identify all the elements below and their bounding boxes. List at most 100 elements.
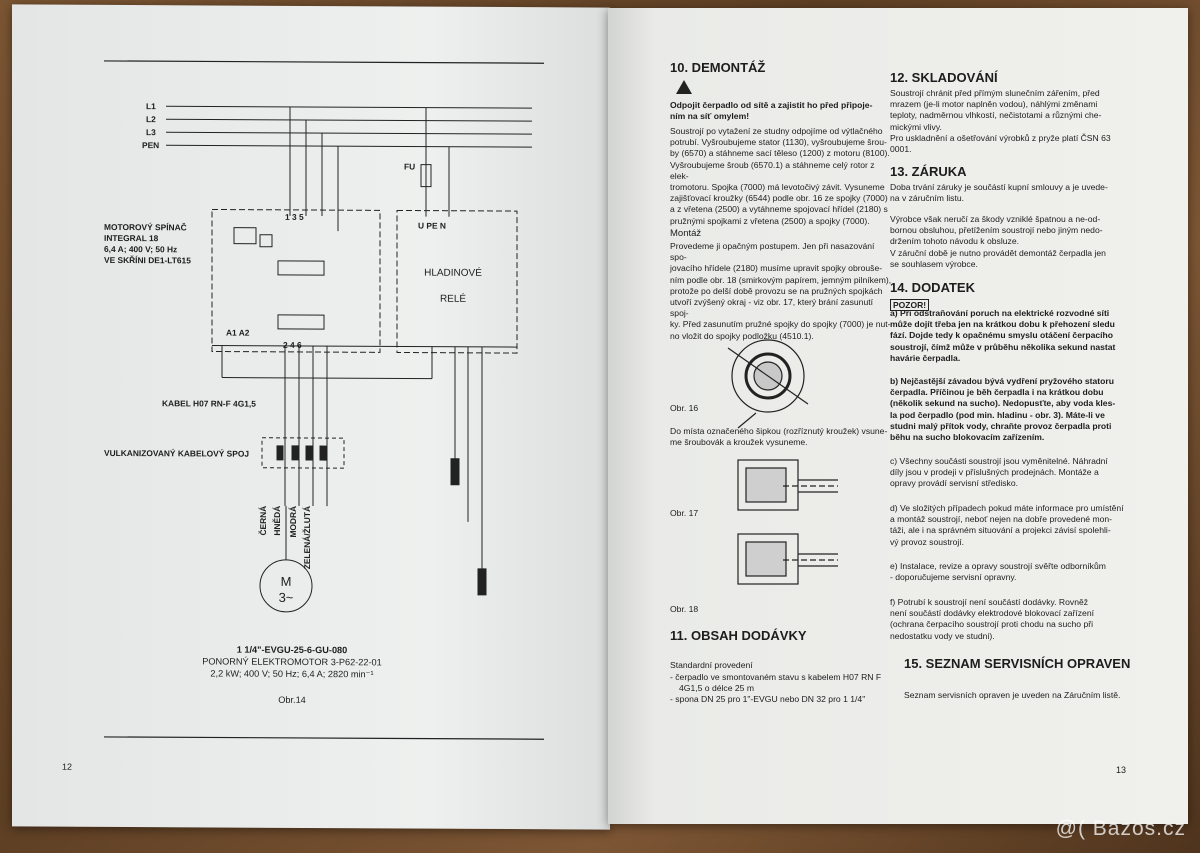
body-line: ky. Před zasunutím pružné spojky do spoj… <box>670 319 891 330</box>
section-11-title: 11. OBSAH DODÁVKY <box>670 628 807 643</box>
body-line: táži, ale i na správném situování a proj… <box>890 525 1111 536</box>
body-line: Vyšroubujeme šroub (6570.1) a stáhneme c… <box>670 159 875 181</box>
body-line: Do místa označeného šipkou (rozříznutý k… <box>670 426 888 436</box>
body-line: fází. Dojde tedy k opačnému smyslu otáče… <box>890 330 1114 341</box>
body-line: bornou obsluhou, přetížením soustrojí ne… <box>890 225 1103 236</box>
motor-symbol-phase: 3~ <box>278 589 294 605</box>
figure-caption: 1 1/4"-EVGU-25-6-GU-080 PONORNÝ ELEKTROM… <box>162 643 422 706</box>
body-line: havárie čerpadla. <box>890 352 961 363</box>
page-number-left: 12 <box>62 761 73 772</box>
wire-color-blue: MODRÁ <box>288 505 298 538</box>
caption-spec: 2,2 kW; 400 V; 50 Hz; 6,4 A; 2820 min⁻¹ <box>210 668 374 680</box>
section-13-body-2: Výrobce však neručí za škody vzniklé špa… <box>890 214 1160 270</box>
body-line: no vložit do spojky podložku (4510.1). <box>670 330 814 341</box>
body-line: pružnými spojkami z vřetena (2500) a spo… <box>670 215 870 226</box>
fig-16-text: Do místa označeného šipkou (rozříznutý k… <box>670 426 892 448</box>
body-line: soustrojí, čímž může v průběhu několika … <box>890 341 1116 352</box>
body-line: mrazem (je-li motor naplněn vodou), náhl… <box>890 99 1098 110</box>
addendum-b: b) Nejčastější závadou bývá vydření pryž… <box>890 376 1160 443</box>
body-line: V záruční době je nutno provádět demontá… <box>890 247 1106 258</box>
body-line: nedostatku vody ve studni). <box>890 630 995 641</box>
list-item-text: čerpadlo ve smontovaném stavu s kabelem … <box>675 672 882 682</box>
body-line: ním podle obr. 18 (smirkovým papírem, je… <box>670 274 892 285</box>
relay-label-line: HLADINOVÉ <box>424 267 482 279</box>
fig-18-label: Obr. 18 <box>670 604 699 614</box>
section-14-title: 14. DODATEK <box>890 280 975 295</box>
section-11-list: - čerpadlo ve smontovaném stavu s kabele… <box>670 672 892 706</box>
body-line: držením tohoto návodu k obsluze. <box>890 236 1019 247</box>
section-10-warning: Odpojit čerpadlo od sítě a zajistit ho p… <box>670 100 873 122</box>
fig-16-label: Obr. 16 <box>670 403 699 413</box>
switch-label-line: INTEGRAL 18 <box>104 232 159 244</box>
body-line: není součástí dodávky elektrodové blokov… <box>890 608 1094 619</box>
warning-icon <box>676 80 692 99</box>
body-line: opravy provádí servisní středisko. <box>890 478 1019 489</box>
section-10-title: 10. DEMONTÁŽ <box>670 60 766 75</box>
body-line: mickými vlivy. <box>890 121 942 132</box>
wire-color-brown: HNĚDÁ <box>272 505 282 536</box>
fuse-label: FU <box>404 161 416 172</box>
body-line: (několik sekund na sucho). Nedopusťte, a… <box>890 398 1116 409</box>
montaz-body: Provedeme ji opačným postupem. Jen při n… <box>670 241 892 342</box>
section-15-body: Seznam servisních opraven je uveden na Z… <box>904 690 1121 700</box>
body-line: b) Nejčastější závadou bývá vydření pryž… <box>890 376 1114 386</box>
montaz-title: Montáž <box>670 228 702 239</box>
body-line: Pro uskladnění a ošetřování výrobků z pr… <box>890 132 1111 143</box>
body-line: (ochrana čerpacího soustrojí proti chodu… <box>890 619 1094 630</box>
body-line: f) Potrubí k soustrojí není součástí dod… <box>890 597 1089 607</box>
body-line: me šroubovák a kroužek vysuneme. <box>670 437 808 448</box>
switch-label-line: MOTOROVÝ SPÍNAČ <box>104 221 187 233</box>
section-13-title: 13. ZÁRUKA <box>890 164 967 179</box>
addendum-a: a) Při odstraňování poruch na elektrické… <box>890 308 1160 364</box>
technical-figures <box>727 339 838 585</box>
switch-label-line: 6,4 A; 400 V; 50 Hz <box>104 243 178 255</box>
left-page: L1 L2 L3 PEN FU U PE N 1 3 5 A1 A2 2 4 6… <box>12 4 610 830</box>
body-line: Provedeme ji opačným postupem. Jen při n… <box>670 241 875 263</box>
cable-label: KABEL H07 RN-F 4G1,5 <box>162 398 256 409</box>
switch-label-line: VE SKŘÍNI DE1-LT615 <box>104 254 191 266</box>
body-line: a) Při odstraňování poruch na elektrické… <box>890 308 1110 318</box>
terminal-a-label: A1 A2 <box>226 327 250 338</box>
right-page: 10. DEMONTÁŽ Odpojit čerpadlo od sítě a … <box>608 8 1188 824</box>
section-10-body: Soustrojí po vytažení ze studny odpojíme… <box>670 126 892 227</box>
body-line: tromotoru. Spojka (7000) má levotočivý z… <box>670 182 885 193</box>
body-line: studni malý přítok vody, chraňte provoz … <box>890 420 1112 431</box>
body-line: díly jsou v prodeji v příslušných prodej… <box>890 467 1099 478</box>
addendum-d: d) Ve složitých případech pokud máte inf… <box>890 503 1160 548</box>
list-item: - spona DN 25 pro 1"-EVGU nebo DN 32 pro… <box>670 694 866 705</box>
section-13-body-1: Doba trvání záruky je součástí kupní sml… <box>890 182 1160 204</box>
section-15-title: 15. SEZNAM SERVISNÍCH OPRAVEN <box>904 656 1131 671</box>
page-number-right: 13 <box>1116 765 1127 775</box>
joint-label: VULKANIZOVANÝ KABELOVÝ SPOJ <box>104 447 250 459</box>
body-line: čerpadla. Příčinou je běh čerpadla i na … <box>890 387 1104 398</box>
caution-badge-text: POZOR! <box>890 299 930 311</box>
relay-label: HLADINOVÉ RELÉ <box>418 261 488 313</box>
body-line: vý provoz soustrojí. <box>890 536 965 547</box>
body-line: Výrobce však neručí za škody vzniklé špa… <box>890 214 1101 224</box>
line-label-pen: PEN <box>142 140 160 151</box>
body-line: a z vřetena (2500) a vytáhneme spojovací… <box>670 204 888 215</box>
wiring-diagram <box>104 60 544 613</box>
list-item-text: spona DN 25 pro 1"-EVGU nebo DN 32 pro 1… <box>675 694 866 705</box>
caption-fig: Obr.14 <box>278 694 306 705</box>
body-line: Doba trvání záruky je součástí kupní sml… <box>890 182 1108 192</box>
addendum-f: f) Potrubí k soustrojí není součástí dod… <box>890 597 1160 642</box>
wire-color-black: ČERNÁ <box>258 505 268 536</box>
terminal-bottom-label: 2 4 6 <box>283 339 302 350</box>
body-line: může dojít třeba jen na krátkou dobu k p… <box>890 319 1115 330</box>
body-line: se souhlasem výrobce. <box>890 258 978 269</box>
section-11-intro: Standardní provedení <box>670 660 753 670</box>
body-line: 0001. <box>890 144 912 155</box>
relay-terminals: U PE N <box>418 220 446 231</box>
body-line: teploty, nadměrnou vlhkostí, nečistotami… <box>890 110 1102 121</box>
body-line: a montáž soustrojí, neboť nejen na dobře… <box>890 514 1113 525</box>
body-line: by (6570) a stáhneme sací těleso (1200) … <box>670 148 890 159</box>
watermark: @( Bazos.cz <box>1055 817 1186 840</box>
body-line: Soustrojí chránit před přímým slunečním … <box>890 88 1100 98</box>
body-line: na v záručním listu. <box>890 193 965 204</box>
wire-color-green-yellow: ZELENÁ/ŽLUTÁ <box>302 505 312 570</box>
body-line: Soustrojí po vytažení ze studny odpojíme… <box>670 126 883 136</box>
body-line: potrubí. Vyšroubujeme stator (1130), vyš… <box>670 137 887 148</box>
list-item: 4G1,5 o délce 25 m <box>679 683 755 694</box>
body-line: běhu na sucho blokovacím zařízením. <box>890 432 1045 443</box>
